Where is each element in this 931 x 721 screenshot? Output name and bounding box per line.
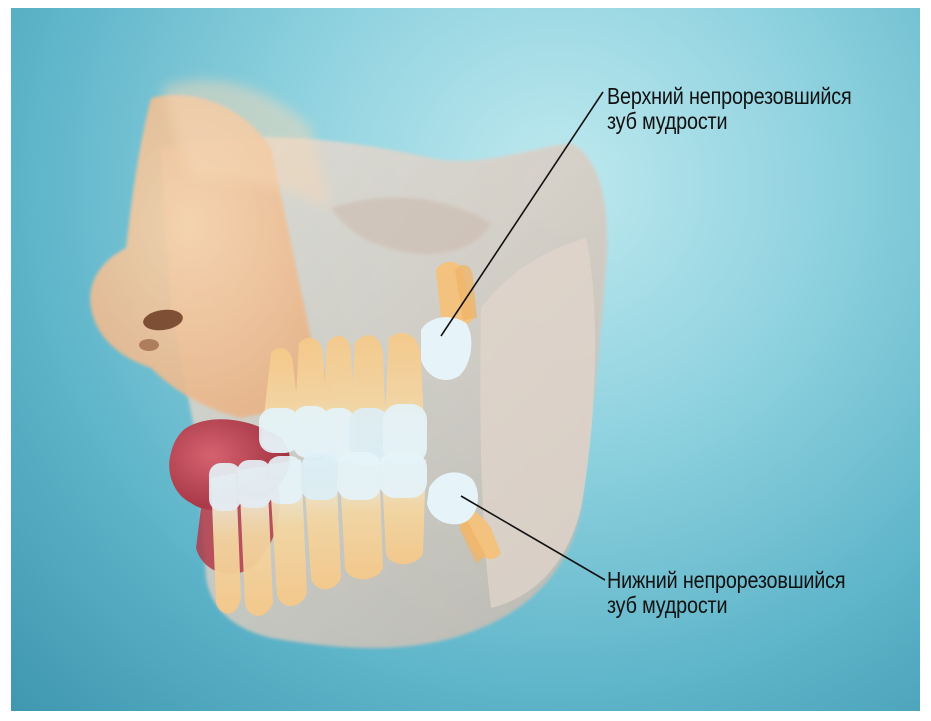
lower-label-line1: Нижний непрорезовшийся bbox=[607, 568, 845, 593]
illustration-frame: Верхний непрорезовшийся зуб мудрости Ниж… bbox=[11, 8, 920, 711]
upper-teeth bbox=[259, 333, 427, 466]
lower-wisdom-tooth-label: Нижний непрорезовшийся зуб мудрости bbox=[607, 568, 845, 618]
upper-label-line2: зуб мудрости bbox=[607, 109, 852, 134]
upper-label-line1: Верхний непрорезовшийся bbox=[607, 84, 852, 109]
lower-label-line2: зуб мудрости bbox=[607, 593, 845, 618]
upper-wisdom-tooth-label: Верхний непрорезовшийся зуб мудрости bbox=[607, 84, 852, 134]
